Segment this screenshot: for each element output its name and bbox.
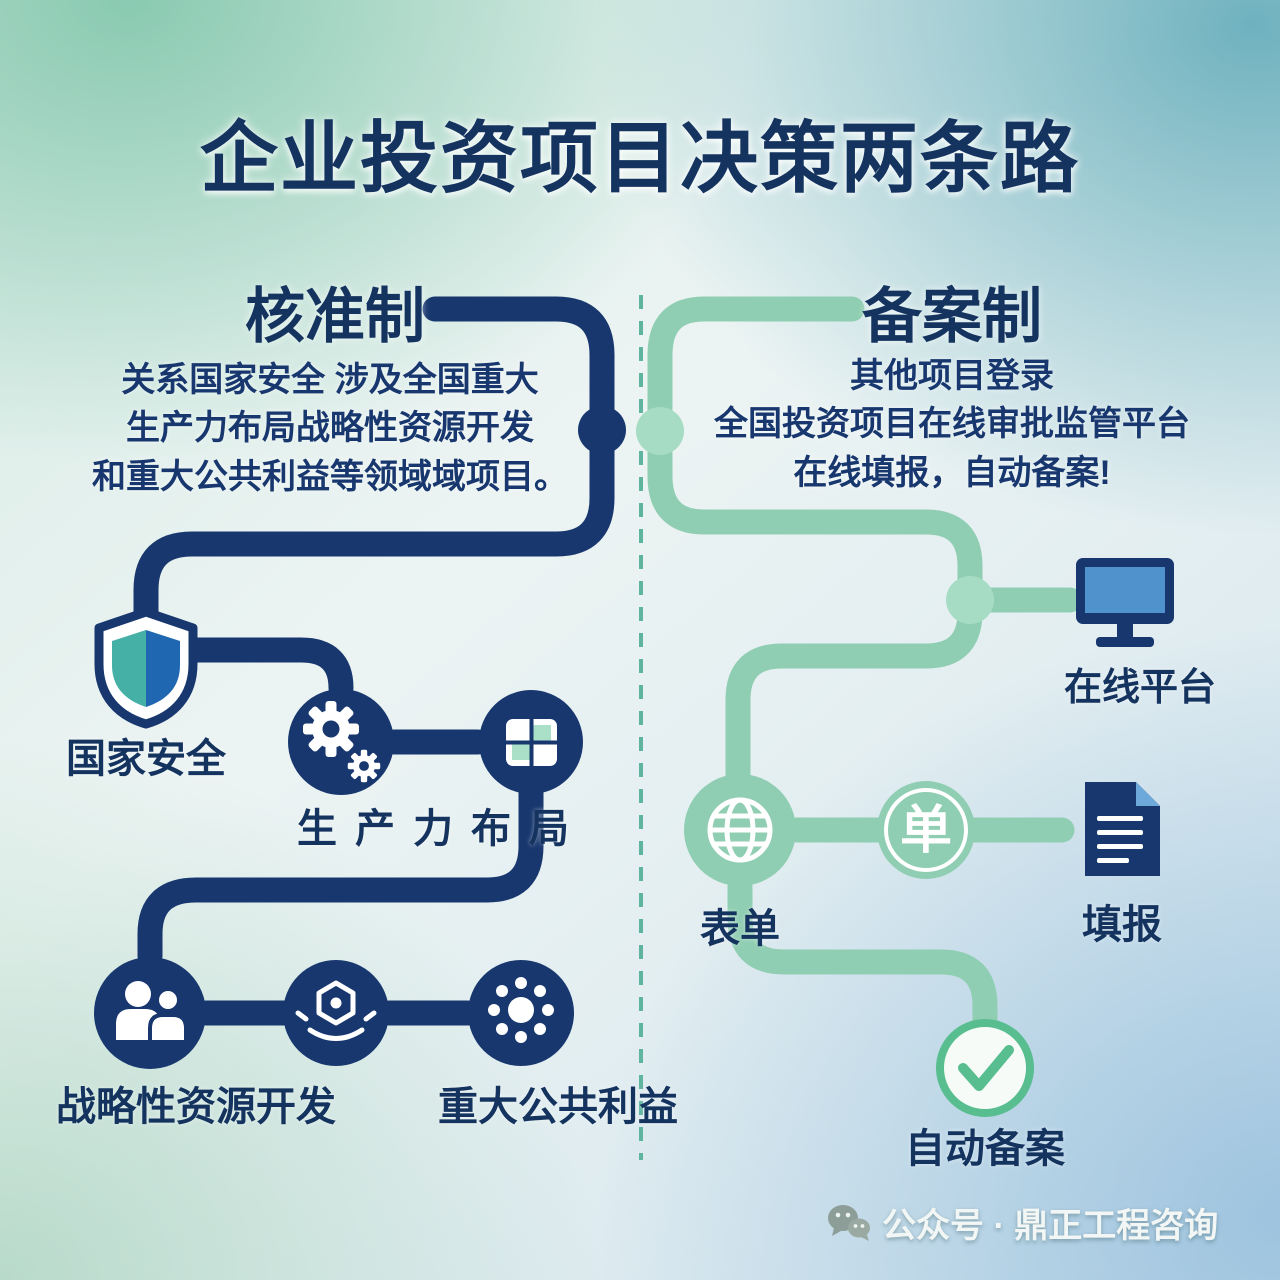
filing-path-node-2	[946, 576, 994, 624]
window-grid-icon	[479, 690, 583, 794]
public-interest-label: 重大公共利益	[438, 1085, 678, 1129]
approval-heading: 核准制	[245, 283, 425, 350]
dan-badge-icon: 单	[877, 781, 975, 879]
online-platform-label: 在线平台	[1063, 667, 1217, 709]
approval-path	[133, 296, 615, 1026]
filing-heading: 备案制	[862, 283, 1042, 350]
award-icon	[283, 960, 389, 1066]
filing-desc-line-3: 在线填报，自动备案!	[793, 453, 1111, 492]
national-security-label: 国家安全	[66, 737, 226, 781]
document-icon	[1085, 782, 1160, 876]
strategic-resources-label: 战略性资源开发	[56, 1085, 336, 1129]
shield-icon	[94, 607, 198, 729]
people-icon	[94, 957, 206, 1069]
gears-icon	[288, 689, 394, 795]
filing-desc-line-2: 全国投资项目在线审批监管平台	[714, 405, 1190, 444]
filing-path	[647, 296, 1083, 1035]
dan-character: 单	[900, 802, 952, 860]
fill-in-label: 填报	[1082, 903, 1162, 947]
monitor-icon	[1076, 558, 1174, 647]
approval-desc-line-1: 关系国家安全 涉及全国重大	[121, 361, 539, 399]
auto-filing-label: 自动备案	[905, 1127, 1065, 1171]
dots-icon	[468, 960, 574, 1066]
page-title: 企业投资项目决策两条路	[199, 114, 1081, 202]
filing-desc-line-1: 其他项目登录	[850, 357, 1054, 395]
check-icon	[936, 1019, 1034, 1117]
wechat-icon	[828, 1204, 870, 1241]
approval-path-node	[578, 406, 626, 454]
globe-icon	[684, 774, 796, 886]
filing-path-node-1	[636, 407, 684, 455]
productivity-layout-label: 生产力布局	[297, 807, 587, 851]
approval-desc-line-3: 和重大公共利益等领域域项目。	[92, 457, 568, 496]
approval-description: 关系国家安全 涉及全国重大 生产力布局战略性资源开发 和重大公共利益等领域域项目…	[92, 356, 568, 501]
footer: 公众号 · 鼎正工程咨询	[826, 1198, 1218, 1247]
form-label: 表单	[700, 907, 780, 951]
approval-desc-line-2: 生产力布局战略性资源开发	[126, 409, 534, 448]
footer-text: 公众号 · 鼎正工程咨询	[882, 1207, 1219, 1245]
filing-description: 其他项目登录 全国投资项目在线审批监管平台 在线填报，自动备案!	[714, 352, 1190, 497]
